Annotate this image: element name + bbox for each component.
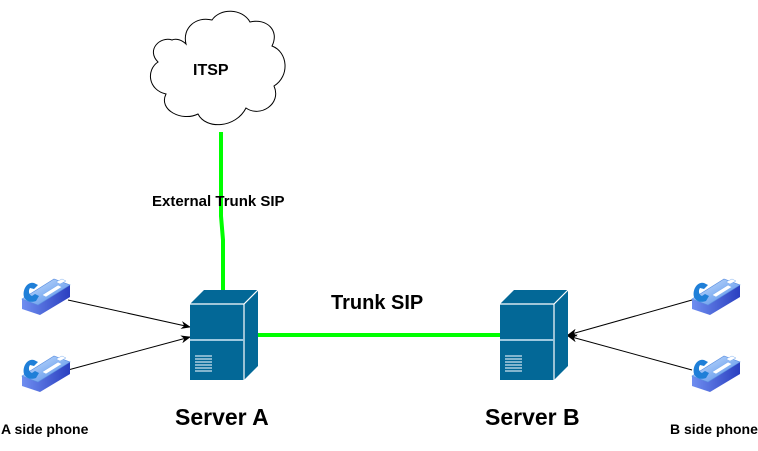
itsp-label: ITSP: [193, 62, 229, 79]
b-phone-1-arrow: [567, 299, 693, 337]
itsp-cloud: [150, 10, 286, 126]
external-trunk-label: External Trunk SIP: [152, 193, 285, 210]
trunk-sip-label: Trunk SIP: [331, 292, 424, 314]
a-phone-1-arrow: [67, 299, 191, 329]
server-a-icon[interactable]: [189, 289, 259, 381]
a-side-phone-1-icon[interactable]: [21, 278, 71, 316]
b-side-phone-2-icon[interactable]: [691, 355, 741, 393]
a-side-phone-2-icon[interactable]: [21, 355, 71, 393]
server-b-label: Server B: [485, 404, 580, 430]
b-side-phone-label: B side phone: [670, 421, 758, 437]
b-phone-2-arrow: [567, 334, 693, 371]
a-side-phone-label: A side phone: [1, 421, 89, 437]
external-trunk-link: [219, 132, 225, 293]
a-phone-2-arrow: [67, 335, 191, 371]
b-side-phone-1-icon[interactable]: [691, 278, 741, 316]
server-b-icon[interactable]: [499, 289, 569, 381]
server-a-label: Server A: [175, 404, 269, 430]
